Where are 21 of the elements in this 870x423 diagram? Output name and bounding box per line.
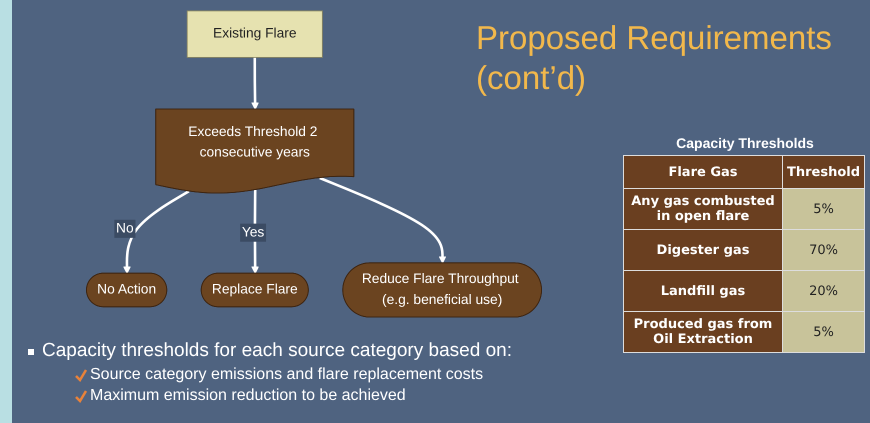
arrow xyxy=(251,57,259,110)
table-cell: 5% xyxy=(782,188,865,230)
slide-title: Proposed Requirements (cont’d) xyxy=(476,18,833,98)
edge-label: Yes xyxy=(242,224,264,240)
table-cell: Produced gas from Oil Extraction xyxy=(624,312,782,352)
table-cell: 5% xyxy=(782,312,865,352)
node-box: Existing Flare xyxy=(186,10,323,58)
bullet-text: Source category emissions and flare replacement costs xyxy=(90,366,484,384)
arrow xyxy=(123,190,190,274)
table-cell: Landfill gas xyxy=(624,270,782,312)
bullet-text: Capacity thresholds for each source category based on: xyxy=(28,340,512,362)
table-cell: Digester gas xyxy=(624,230,782,270)
edge-label: No xyxy=(116,220,134,236)
column-header: Flare Gas xyxy=(624,156,782,188)
table-cell: 20% xyxy=(782,270,865,312)
table-caption: Capacity Thresholds xyxy=(675,135,815,151)
bullet-text: Maximum emission reduction to be achieved xyxy=(90,387,406,405)
column-header: Threshold xyxy=(782,156,865,188)
arrow xyxy=(319,176,446,264)
table-cell: Any gas combusted in open flare xyxy=(624,188,782,230)
table-cell: 70% xyxy=(782,230,865,270)
